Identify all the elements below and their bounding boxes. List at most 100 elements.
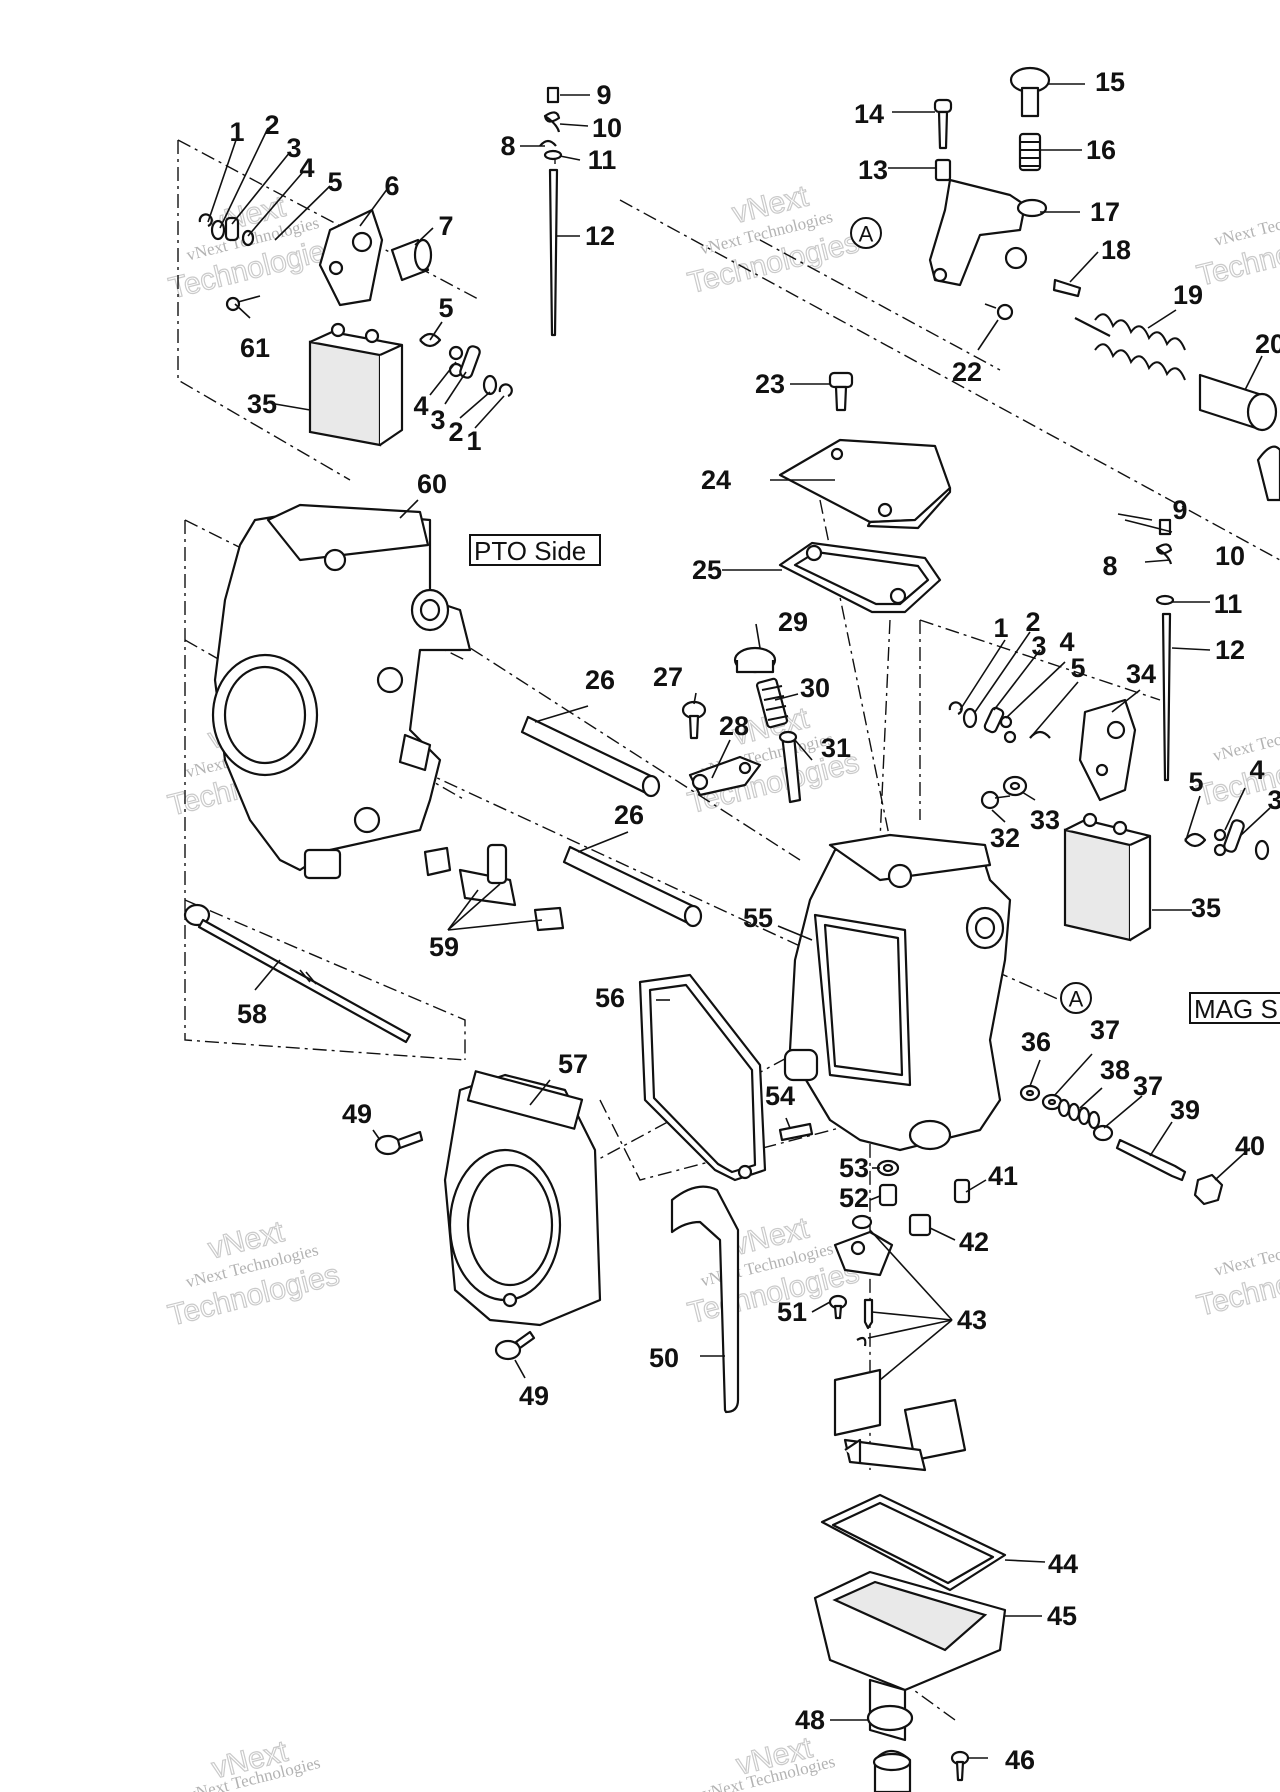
callout-28: 28 — [719, 711, 749, 741]
part-plunger-31-icon — [778, 730, 802, 804]
callout-39: 39 — [1170, 1095, 1200, 1125]
callout-43: 43 — [957, 1305, 987, 1335]
callout-45: 45 — [1047, 1601, 1077, 1631]
callout-42: 42 — [959, 1227, 989, 1257]
part-jet-42-icon — [908, 1213, 932, 1237]
callout-8: 8 — [1102, 551, 1117, 581]
callout-30: 30 — [800, 673, 830, 703]
part-drain-fitting-icon — [872, 1749, 912, 1792]
part-gasket-25-icon — [778, 541, 942, 614]
watermark-text: vNext Technologies — [1211, 714, 1280, 765]
callout-18: 18 — [1101, 235, 1131, 265]
part-washer-33-icon — [1002, 775, 1028, 797]
callout-20: 20 — [1255, 329, 1280, 359]
part-shaft-20-icon — [1198, 373, 1280, 502]
callout-49: 49 — [519, 1381, 549, 1411]
part-pilot-jet-54-icon — [778, 1122, 814, 1142]
callout-17: 17 — [1090, 197, 1120, 227]
part-washer-36-icon — [1019, 1084, 1041, 1102]
callout-60: 60 — [417, 469, 447, 499]
callout-41: 41 — [988, 1161, 1018, 1191]
part-carb-body-pto-icon — [211, 503, 472, 880]
callout-52: 52 — [839, 1183, 869, 1213]
callout-12: 12 — [585, 221, 615, 251]
part-throttle-lever-icon — [318, 208, 384, 307]
callout-16: 16 — [1086, 135, 1116, 165]
callout-4: 4 — [299, 153, 314, 183]
part-screw-32-icon — [980, 790, 1011, 810]
part-cap-29-icon — [733, 646, 777, 674]
part-needle-right-icon — [1155, 518, 1175, 782]
part-gasket-44-icon — [820, 1493, 1007, 1592]
callout-24: 24 — [701, 465, 731, 495]
part-gasket-56-icon — [638, 973, 767, 1182]
part-float-arm-43-icon — [833, 1214, 894, 1347]
part-tube-upper-26-icon — [520, 715, 661, 798]
part-spring-16-icon — [1018, 132, 1042, 172]
callout-3: 3 — [1267, 785, 1280, 815]
callout-3: 3 — [430, 405, 445, 435]
callout-1: 1 — [229, 117, 244, 147]
callout-57: 57 — [558, 1049, 588, 1079]
part-spring-38-icon — [1057, 1098, 1101, 1130]
callout-38: 38 — [1100, 1055, 1130, 1085]
part-adjust-knob-15-icon — [1009, 66, 1051, 118]
callout-2: 2 — [448, 417, 463, 447]
part-nut-40-icon — [1193, 1173, 1224, 1206]
reference-marker-upper-text: A — [859, 222, 874, 247]
part-throttle-lever-34-icon — [1078, 698, 1137, 802]
callout-10: 10 — [1215, 541, 1245, 571]
callout-37: 37 — [1090, 1015, 1120, 1045]
callout-4: 4 — [413, 391, 428, 421]
part-screw-22-icon — [984, 303, 1014, 321]
callout-2: 2 — [1025, 607, 1040, 637]
part-spring-30-icon — [755, 677, 789, 729]
callout-33: 33 — [1030, 805, 1060, 835]
callout-51: 51 — [777, 1297, 807, 1327]
part-circlip-left-icon — [198, 213, 255, 247]
part-screw-46-icon — [950, 1750, 970, 1782]
callout-2: 2 — [264, 110, 279, 140]
callout-3: 3 — [1031, 631, 1046, 661]
part-clip-washers-lower-left-icon — [419, 332, 513, 398]
part-washer-37-lower-icon — [1092, 1124, 1114, 1142]
callout-22: 22 — [952, 357, 982, 387]
callout-59: 59 — [429, 932, 459, 962]
callout-1: 1 — [466, 426, 481, 456]
part-long-bolt-58-icon — [183, 903, 412, 1044]
side-label-pto: PTO Side — [469, 534, 601, 566]
part-throttle-slide-right-icon — [1063, 812, 1152, 942]
callout-11: 11 — [588, 145, 617, 175]
callout-35: 35 — [247, 389, 277, 419]
callout-58: 58 — [237, 999, 267, 1029]
callout-19: 19 — [1173, 280, 1203, 310]
callout-27: 27 — [653, 662, 683, 692]
side-label-mag: MAG S — [1189, 992, 1280, 1024]
part-mixture-screw-39-icon — [1115, 1138, 1187, 1182]
part-screw-27-icon — [681, 700, 707, 740]
callout-44: 44 — [1048, 1549, 1078, 1579]
callout-37: 37 — [1133, 1071, 1163, 1101]
callout-34: 34 — [1126, 659, 1156, 689]
callout-61: 61 — [240, 333, 270, 363]
part-screw-51-icon — [828, 1294, 848, 1320]
part-fittings-59-icon — [423, 843, 565, 932]
part-throttle-bracket-icon — [928, 178, 1048, 287]
part-tube-lower-26-icon — [562, 845, 703, 928]
callout-31: 31 — [821, 733, 851, 763]
part-carb-body-mag-icon — [783, 833, 1012, 1152]
callout-10: 10 — [592, 113, 622, 143]
part-oring-48-icon — [866, 1704, 914, 1732]
part-screw-49-upper-icon — [374, 1130, 424, 1156]
callout-8: 8 — [500, 131, 515, 161]
callout-48: 48 — [795, 1705, 825, 1735]
callout-49: 49 — [342, 1099, 372, 1129]
part-roller-icon — [390, 238, 433, 282]
part-clips-washers-right-icon — [948, 701, 1270, 861]
side-label-pto-text: PTO Side — [474, 536, 586, 566]
part-jet-52-icon — [878, 1183, 898, 1207]
callout-26: 26 — [614, 800, 644, 830]
callout-5: 5 — [1188, 767, 1203, 797]
callout-55: 55 — [743, 903, 773, 933]
callout-numbers: 1 2 3 4 5 6 7 61 5 4 3 2 1 35 9 10 8 11 … — [229, 67, 1280, 1775]
